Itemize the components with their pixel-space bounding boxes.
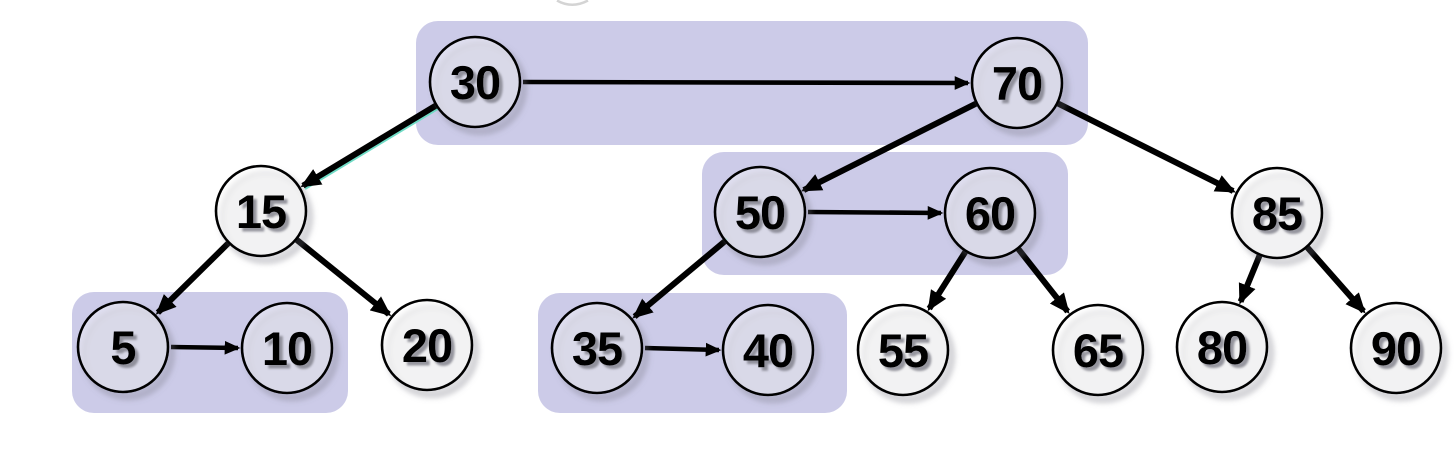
node-circle [1051,303,1145,397]
cropped-slide-artifact [556,0,589,6]
edge-arrow-50-35 [632,239,727,319]
node-circle [550,301,644,395]
nodes-layer: 30 70 15 50 60 85 5 10 20 35 40 55 65 80 90 [76,35,1443,397]
node-value: 15 [236,185,286,238]
edge-arrow-70-50 [801,100,978,193]
edge-arrow-5-10 [170,340,241,355]
node-circle [1349,301,1443,395]
node-circle [943,166,1037,260]
node-value: 10 [262,322,312,375]
edge-arrow-30-70 [522,76,971,90]
node-value: 65 [1073,324,1123,377]
tree-node-80: 80 [1175,300,1269,394]
edge-arrow-30-15 [300,103,438,189]
tree-node-40: 40 [721,303,815,397]
node-circle [1175,300,1269,394]
node-circle [428,35,522,129]
node-value: 30 [450,56,500,109]
tree-node-35: 35 [550,301,644,395]
tree-node-65: 65 [1051,303,1145,397]
node-value: 60 [965,187,1015,240]
node-circle [1230,166,1324,260]
node-value: 40 [743,324,793,377]
edge-arrow-15-20 [294,237,392,317]
tree-node-85: 85 [1230,166,1324,260]
tree-node-60: 60 [943,166,1037,260]
node-circle [856,303,950,397]
edge-arrow-35-40 [644,342,722,357]
search-path-highlight-30-15 [304,107,439,190]
edge-arrow-60-65 [1016,247,1071,314]
tree-node-10: 10 [240,301,334,395]
node-circle [380,298,474,392]
node-value: 55 [878,324,928,377]
node-value: 20 [402,319,452,372]
edge-arrow-70-85 [1056,100,1236,194]
node-circle [713,165,807,259]
edge-arrow-15-5 [155,241,231,315]
node-circle [970,36,1064,130]
edge-arrow-85-80 [1237,254,1263,305]
edge-arrow-60-55 [926,250,968,312]
edge-arrow-85-90 [1305,245,1366,314]
node-value: 5 [110,321,135,374]
node-circle [721,303,815,397]
tree-node-20: 20 [380,298,474,392]
edges-layer [155,76,1366,357]
node-value: 50 [735,186,785,239]
tree-node-90: 90 [1349,301,1443,395]
node-value: 35 [572,322,622,375]
node-value: 90 [1371,322,1421,375]
node-value: 85 [1252,187,1302,240]
tree-node-70: 70 [970,36,1064,130]
edge-arrow-50-60 [807,206,944,220]
node-value: 80 [1197,321,1247,374]
node-circle [76,300,170,394]
node-circle [240,301,334,395]
node-circle [214,164,308,258]
node-value: 70 [992,57,1042,110]
tree-node-5: 5 [76,300,170,394]
tree-node-55: 55 [856,303,950,397]
tree-node-50: 50 [713,165,807,259]
tree-node-30: 30 [428,35,522,129]
tree-node-15: 15 [214,164,308,258]
